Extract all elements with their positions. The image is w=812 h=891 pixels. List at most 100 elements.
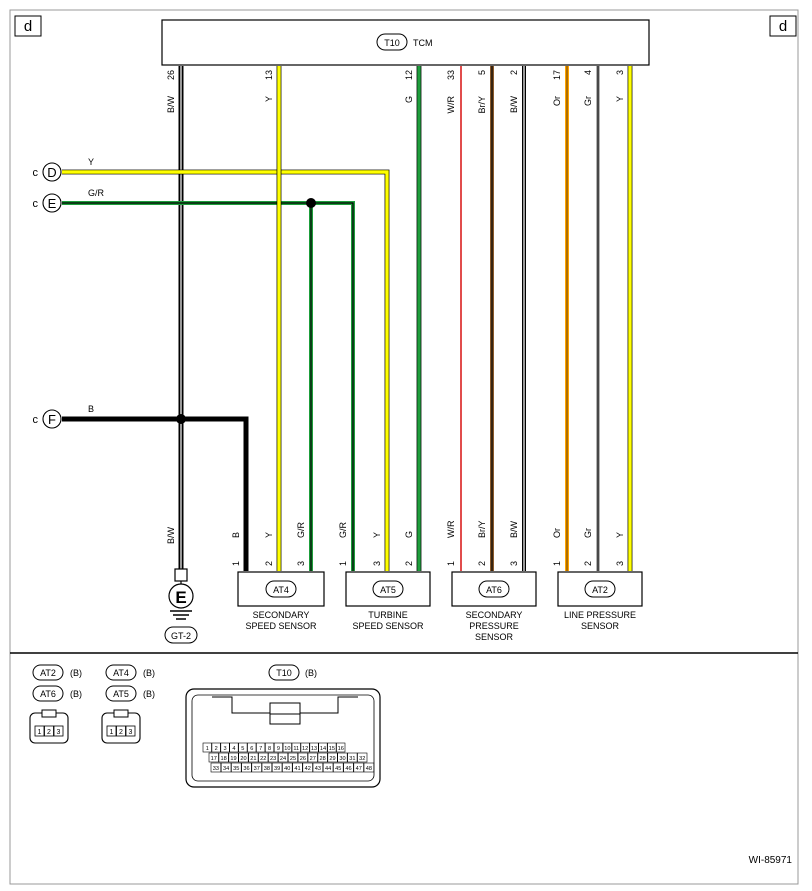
tcm-pin-number: 33 — [446, 70, 456, 80]
connector-pin-cell — [106, 725, 117, 737]
sensor-pin-number: 3 — [615, 561, 625, 566]
connector-latch — [113, 709, 129, 718]
connector-pin-cell — [300, 742, 310, 753]
connector-view-id-badge — [32, 664, 64, 681]
sensor-name-line: TURBINE — [368, 610, 408, 620]
tcm-pin-wire-color: Y — [264, 96, 274, 102]
sensor-pin-wire-color: G/R — [296, 521, 306, 538]
connector-pin-cell — [277, 752, 289, 763]
connector-pin-cell — [322, 762, 334, 773]
connector-pin-cell — [317, 752, 328, 763]
connector-pin-number: 2 — [215, 746, 218, 752]
connector-pin-number: 19 — [230, 756, 236, 762]
connector-view-id: AT5 — [113, 689, 129, 699]
connector-pin-cell — [258, 752, 269, 763]
tcm-pin-wire-color: Gr — [583, 96, 593, 106]
connector-pin-cell — [220, 762, 232, 773]
sensor-id-badge — [265, 580, 297, 598]
connector-pin-cell — [292, 762, 303, 773]
connector-pin-cell — [125, 725, 136, 737]
sensor-pin-wire-color: W/R — [446, 520, 456, 538]
connector-view-type: (B) — [143, 689, 155, 699]
connector-latch — [41, 709, 57, 718]
connector-pin-number: 43 — [315, 766, 321, 772]
connector-pin-cell — [202, 742, 212, 753]
tcm-pin-wire-color: Or — [552, 96, 562, 106]
connector-pin-cell — [343, 762, 354, 773]
wire-ref-d-fill — [62, 170, 389, 571]
sensor-name-line: SPEED SENSOR — [245, 621, 317, 631]
left-ref-prefix: c — [33, 414, 39, 426]
tcm-pin-wire-color: B/W — [166, 95, 176, 113]
connector-pin-cell — [363, 762, 375, 773]
connector-pin-cell — [336, 742, 346, 753]
sensor-pin-wire-color: G/R — [338, 521, 348, 538]
wires — [62, 66, 633, 571]
connector-pin-number: 35 — [233, 766, 239, 772]
connector-pin-number: 30 — [339, 756, 345, 762]
sensor-pin-wire-color: B/W — [509, 520, 519, 538]
left-ref-circle — [42, 409, 62, 429]
connector-pin-number: 39 — [274, 766, 280, 772]
connector-pin-cell — [307, 752, 318, 763]
connector-pin-cell — [309, 742, 319, 753]
ground: E GT-2 — [164, 568, 198, 644]
left-ref-wire-color: Y — [88, 157, 94, 167]
connector-pin-cell — [282, 742, 292, 753]
connector-view-id-badge — [105, 685, 137, 702]
sensor-pin-wire-color: G — [404, 531, 414, 538]
connector-pin-cell — [312, 762, 324, 773]
connector-pin-cell — [251, 762, 262, 773]
sensor-pin-number: 2 — [264, 561, 274, 566]
connector-pin-number: 3 — [57, 729, 61, 736]
junction-e — [306, 198, 316, 208]
junction-f — [176, 414, 186, 424]
connector-key — [269, 713, 301, 725]
connector-pin-number: 36 — [243, 766, 249, 772]
connector-pin-number: 1 — [110, 729, 114, 736]
connector-pin-number: 13 — [311, 746, 317, 752]
connector-pin-cell — [287, 752, 299, 763]
tcm-pin-wire-color: Br/Y — [477, 96, 487, 114]
sensor-name-line: SECONDARY — [466, 610, 523, 620]
connector-pin-cell — [208, 752, 219, 763]
connector-pin-cell — [247, 742, 257, 753]
connector-pin-number: 2 — [119, 729, 123, 736]
tcm-id-badge — [376, 33, 408, 51]
connector-pin-cell — [291, 742, 301, 753]
connector-view-id-badge — [105, 664, 137, 681]
sensor-pin-number: 3 — [296, 561, 306, 566]
connector-pin-number: 1 — [206, 746, 209, 752]
connector-pin-cell — [238, 742, 248, 753]
sensor-pin-number: 1 — [552, 561, 562, 566]
connector-view-type: (B) — [70, 668, 82, 678]
connector-pin-number: 12 — [302, 746, 308, 752]
connector-pin-number: 5 — [241, 746, 244, 752]
sensor-pin-number: 3 — [509, 561, 519, 566]
connector-pin-number: 24 — [280, 756, 286, 762]
sensor-pin-wire-color: Y — [264, 532, 274, 538]
connector-pin-number: 16 — [338, 746, 344, 752]
connector-pin-cell — [220, 742, 230, 753]
connector-pin-number: 26 — [300, 756, 306, 762]
connector-pin-number: 15 — [329, 746, 335, 752]
connector-pin-cell — [53, 725, 64, 737]
connector-view-id: AT6 — [40, 689, 56, 699]
left-ref-prefix: c — [33, 198, 39, 210]
tcm-pin-number: 17 — [552, 70, 562, 80]
connector-pin-cell — [34, 725, 45, 737]
sensor-pin-number: 2 — [404, 561, 414, 566]
connector-pin-cell — [302, 762, 313, 773]
connector-inner-frame — [191, 694, 375, 782]
connector-pin-cell — [273, 742, 284, 753]
tcm-pin-wire-color: B/W — [509, 95, 519, 113]
connector-pin-cell — [218, 752, 229, 763]
connector-pin-cell — [357, 752, 368, 763]
